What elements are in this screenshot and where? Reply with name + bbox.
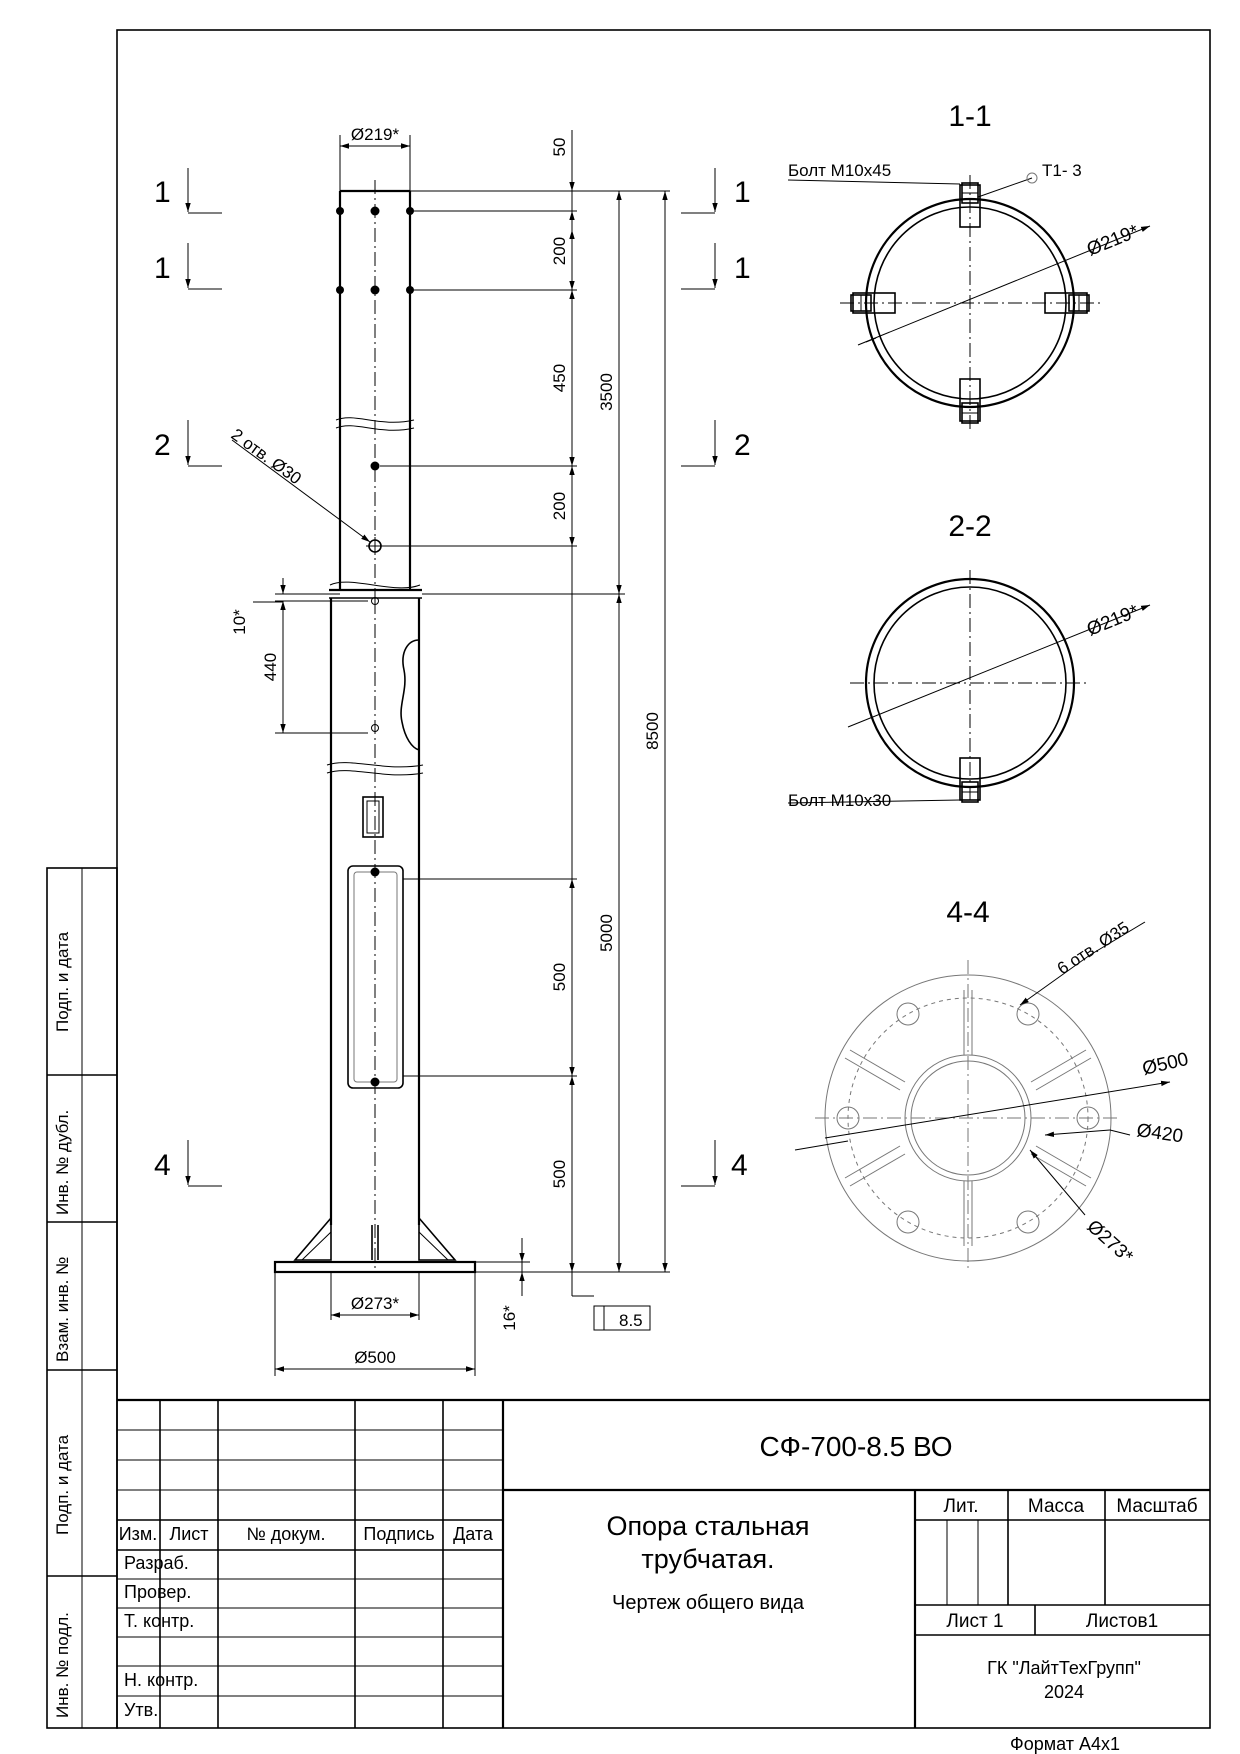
dim-top-diameter: Ø219* — [351, 125, 400, 144]
weld-size: 8.5 — [619, 1311, 643, 1330]
dim-440: 440 — [261, 653, 280, 681]
title-line-1: Опора стальная — [606, 1511, 809, 1541]
title-line-2: трубчатая. — [641, 1544, 774, 1574]
section-2-2-diameter: Ø219* — [1084, 601, 1142, 641]
dim-500-a: 500 — [550, 963, 569, 991]
row-razrab: Разраб. — [124, 1553, 189, 1573]
section-mark-4-left: 4 — [154, 1149, 171, 1182]
row-tkontr: Т. контр. — [124, 1611, 194, 1631]
section-mark-1-right-a: 1 — [734, 176, 751, 209]
section-mark-1-left-a: 1 — [154, 176, 171, 209]
section-mark-1-right-b: 1 — [734, 252, 751, 285]
header-massa: Масса — [1028, 1496, 1085, 1517]
side-labels: Подп. и дата Инв. № дубл. Взам. инв. № П… — [53, 931, 72, 1718]
section-1-1 — [787, 172, 1151, 430]
col-list: Лист — [169, 1524, 208, 1544]
dim-16: 16* — [500, 1305, 519, 1331]
title-block — [117, 1398, 1210, 1728]
dim-3500: 3500 — [597, 373, 616, 411]
section-mark-4-right: 4 — [731, 1149, 748, 1182]
dim-10: 10* — [230, 609, 249, 635]
section-mark-2-left: 2 — [154, 429, 171, 462]
col-date: Дата — [453, 1524, 494, 1544]
section-4-4 — [794, 921, 1171, 1272]
section-2-2-labels: 2-2 Болт М10х30 Ø219* — [788, 510, 1142, 810]
sheet-frame — [46, 29, 1211, 1729]
dim-flange-diameter: Ø500 — [354, 1348, 396, 1367]
section-2-2 — [787, 570, 1151, 804]
dim-200-b: 200 — [550, 492, 569, 520]
dim-450: 450 — [550, 364, 569, 392]
section-4-4-labels: 4-4 6 отв. Ø35 Ø500 Ø420 Ø273* — [946, 896, 1190, 1268]
subtitle: Чертеж общего вида — [612, 1592, 805, 1614]
format-label: Формат А4х1 — [1010, 1734, 1120, 1754]
side-label-podp-data-2: Подп. и дата — [53, 1434, 72, 1535]
section-2-2-bolt: Болт М10х30 — [788, 791, 891, 810]
section-1-1-labels: 1-1 Болт М10х45 Т1- 3 Ø219* — [788, 100, 1142, 261]
main-view-labels: Ø219* Ø273* Ø500 2 отв. Ø30 50 200 450 2… — [154, 125, 751, 1367]
col-doc: № докум. — [246, 1524, 325, 1544]
dim-200-a: 200 — [550, 237, 569, 265]
sheet-count: Листов1 — [1086, 1611, 1158, 1632]
header-masshtab: Масштаб — [1116, 1496, 1197, 1517]
section-1-1-diameter: Ø219* — [1084, 221, 1142, 261]
header-lit: Лит. — [944, 1496, 979, 1517]
side-label-inv-podl: Инв. № подл. — [53, 1612, 72, 1718]
section-1-1-bolt: Болт М10х45 — [788, 161, 891, 180]
dim-500-b: 500 — [550, 1160, 569, 1188]
title-block-text: СФ-700-8.5 ВО Опора стальная трубчатая. … — [119, 1431, 1198, 1754]
side-label-inv-dubl: Инв. № дубл. — [53, 1110, 72, 1215]
main-view — [185, 130, 718, 1376]
section-4-4-diameter-500: Ø500 — [1140, 1049, 1190, 1080]
designation: СФ-700-8.5 ВО — [759, 1431, 952, 1462]
year: 2024 — [1044, 1682, 1084, 1702]
section-4-4-holes: 6 отв. Ø35 — [1054, 918, 1133, 978]
section-4-4-title: 4-4 — [946, 896, 989, 929]
section-4-4-diameter-273: Ø273* — [1083, 1216, 1138, 1268]
holes-note: 2 отв. Ø30 — [228, 425, 305, 488]
section-mark-1-left-b: 1 — [154, 252, 171, 285]
row-prover: Провер. — [124, 1582, 191, 1602]
section-2-2-title: 2-2 — [948, 510, 991, 543]
side-label-vzam-inv: Взам. инв. № — [53, 1257, 72, 1362]
section-1-1-tag: Т1- 3 — [1042, 161, 1082, 180]
section-4-4-diameter-420: Ø420 — [1135, 1120, 1184, 1147]
dim-8500: 8500 — [643, 712, 662, 750]
dim-50: 50 — [550, 138, 569, 157]
dim-base-diameter: Ø273* — [351, 1294, 400, 1313]
sheet-number: Лист 1 — [946, 1611, 1003, 1632]
section-1-1-title: 1-1 — [948, 100, 991, 133]
row-nkontr: Н. контр. — [124, 1670, 198, 1690]
row-utv: Утв. — [124, 1700, 158, 1720]
section-mark-2-right: 2 — [734, 429, 751, 462]
side-label-podp-data-1: Подп. и дата — [53, 931, 72, 1032]
col-sign: Подпись — [363, 1524, 434, 1544]
organization: ГК "ЛайтТехГрупп" — [987, 1658, 1141, 1678]
col-izm: Изм. — [119, 1524, 158, 1544]
dim-5000: 5000 — [597, 914, 616, 952]
